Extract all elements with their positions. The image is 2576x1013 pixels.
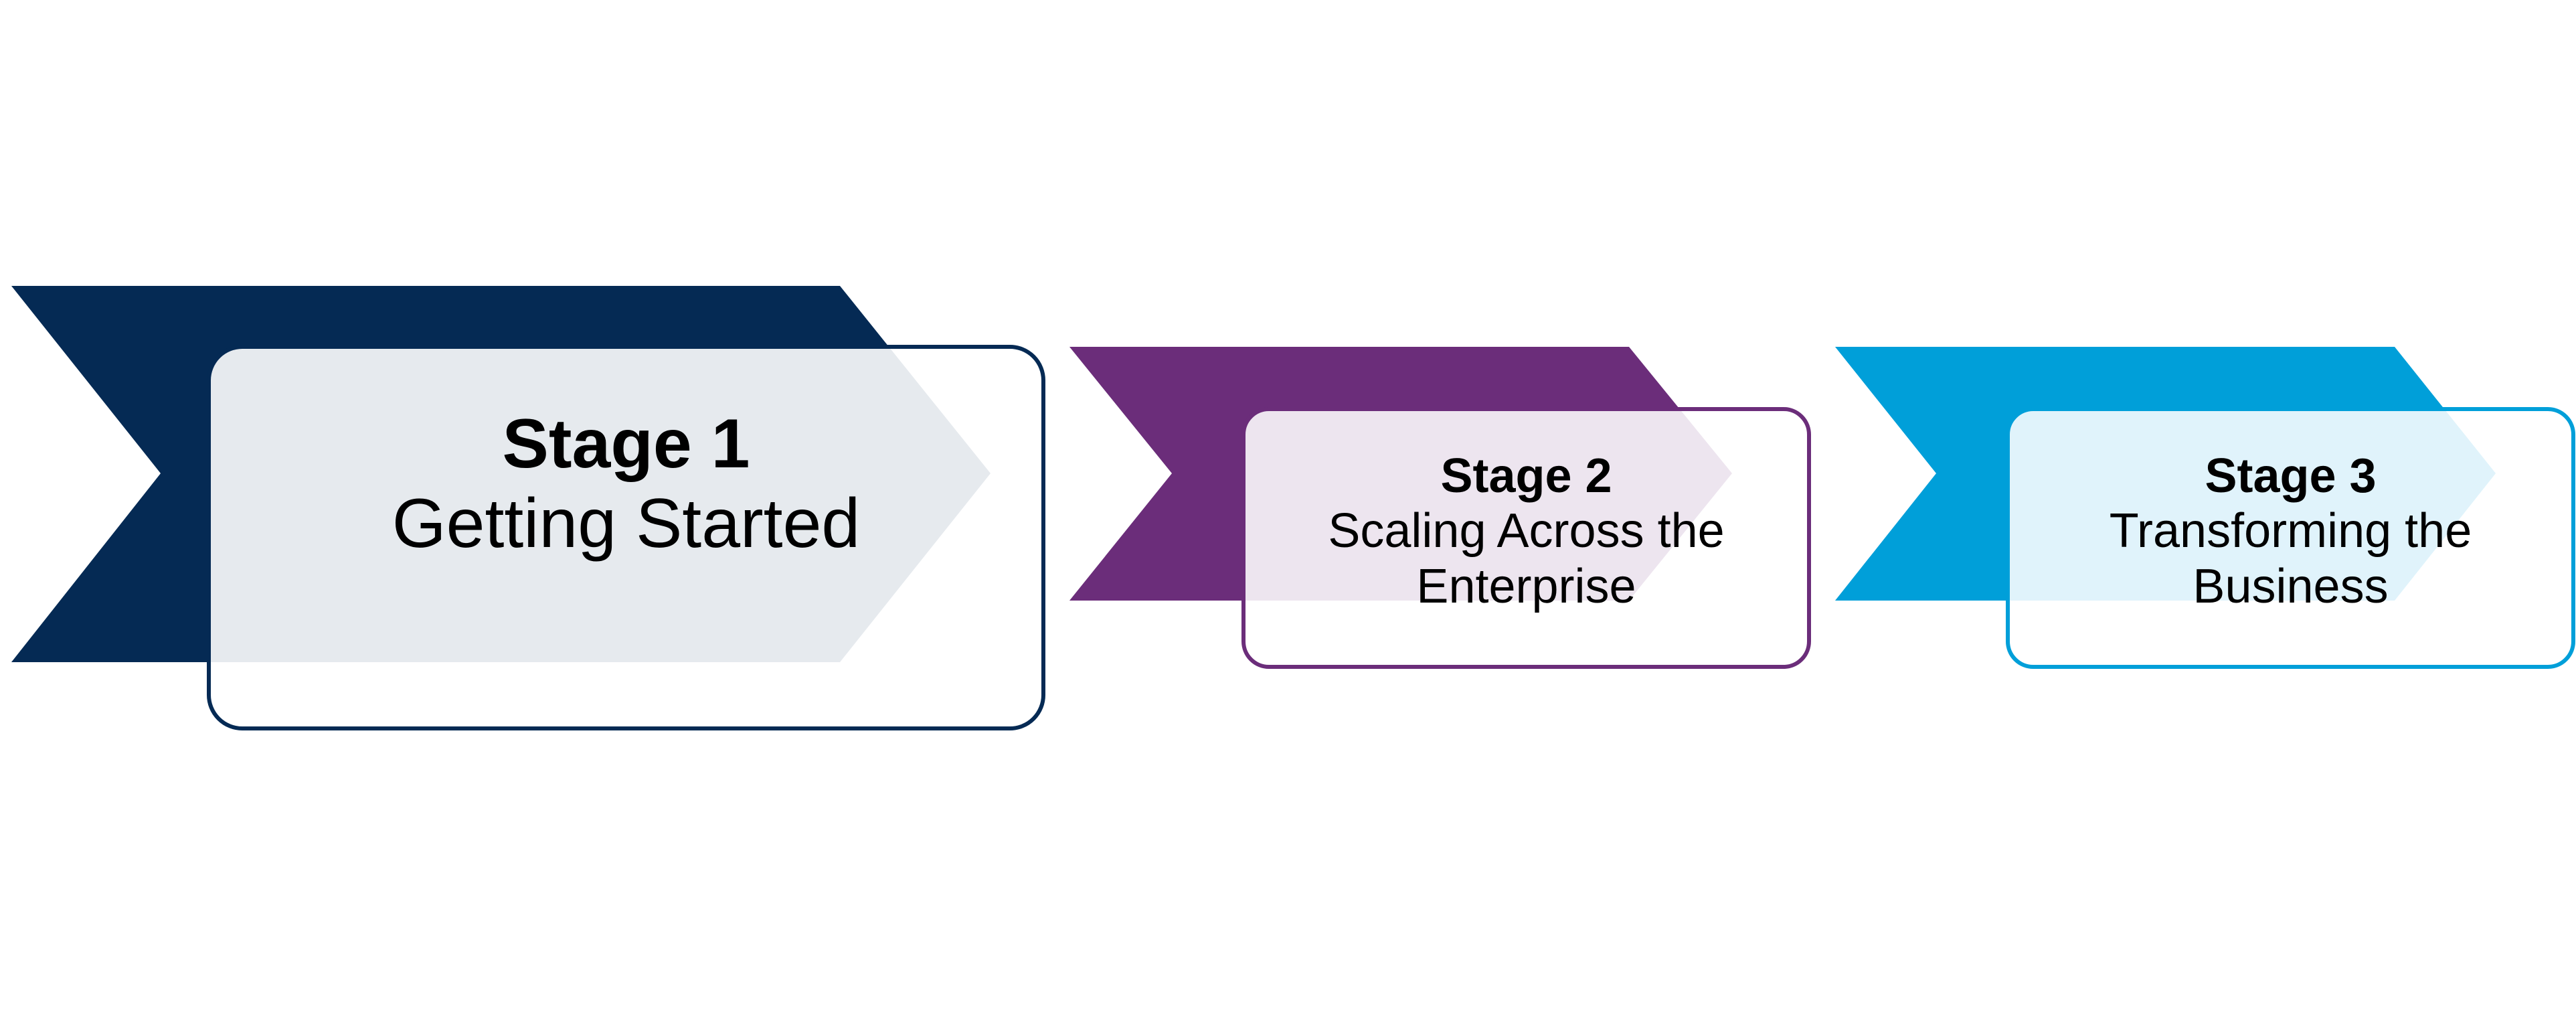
stage-2-box — [1241, 407, 1811, 669]
stage-1-label: Stage 1 Getting Started — [209, 347, 1043, 728]
stage-3-subtitle: Transforming the Business — [2109, 503, 2472, 613]
stage-1-title: Stage 1 — [502, 404, 750, 483]
stage-3-title: Stage 3 — [2205, 449, 2377, 503]
stage-2-title: Stage 2 — [1440, 449, 1612, 503]
stage-3-label: Stage 3 Transforming the Business — [2008, 409, 2573, 667]
stage-1-subtitle: Getting Started — [392, 484, 861, 562]
stage-3-box — [2006, 407, 2575, 669]
stage-1-box — [207, 345, 1045, 730]
stage-2-label: Stage 2 Scaling Across the Enterprise — [1243, 409, 1809, 667]
stage-2-subtitle: Scaling Across the Enterprise — [1328, 503, 1725, 613]
